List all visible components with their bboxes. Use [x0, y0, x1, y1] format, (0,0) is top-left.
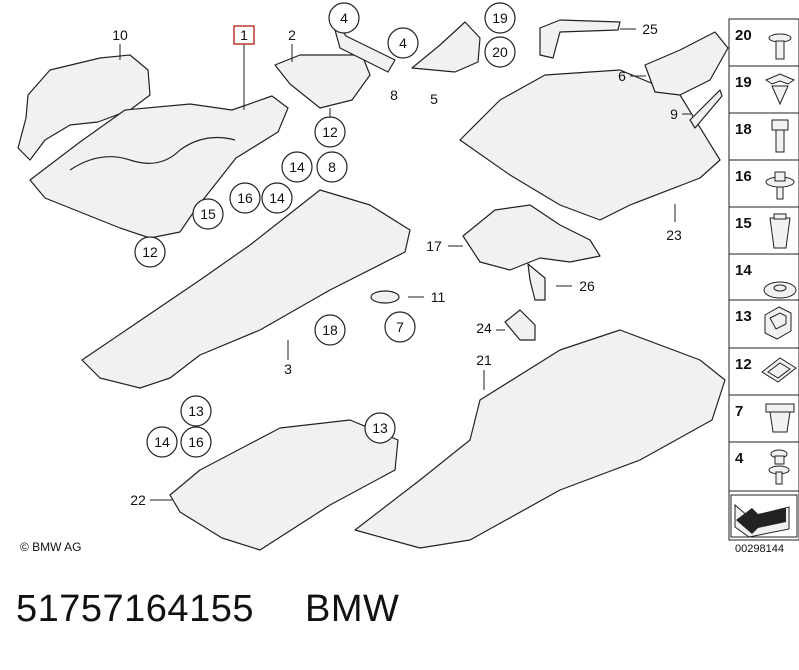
- callout-8b: 8: [328, 159, 336, 175]
- fastener-12-icon: [761, 357, 797, 383]
- figure-id: 00298144: [735, 543, 784, 555]
- callout-12a: 12: [322, 124, 338, 140]
- callout-13a: 13: [188, 403, 204, 419]
- callout-12b: 12: [142, 244, 158, 260]
- fastener-19-icon: [764, 73, 796, 106]
- part-11-shape: [370, 290, 400, 304]
- callout-18: 18: [322, 322, 338, 338]
- callout-25: 25: [642, 21, 658, 37]
- callout-4b: 4: [399, 35, 407, 51]
- sidebar-label-15: 15: [735, 215, 752, 232]
- sidebar-label-18: 18: [735, 121, 752, 138]
- fastener-15-icon: [769, 213, 791, 249]
- part-23-shape: [459, 69, 721, 221]
- direction-arrow-icon: [730, 494, 798, 538]
- sidebar-label-13: 13: [735, 308, 752, 325]
- sidebar-label-14: 14: [735, 262, 752, 279]
- part-6-shape: [644, 31, 729, 96]
- sidebar-label-19: 19: [735, 74, 752, 91]
- callout-22: 22: [130, 492, 146, 508]
- callout-4a: 4: [340, 10, 348, 26]
- callout-19: 19: [492, 10, 508, 26]
- part-24-shape: [504, 309, 536, 341]
- callout-10: 10: [112, 27, 128, 43]
- callout-6: 6: [618, 68, 626, 84]
- part-3-shape: [81, 189, 411, 389]
- sidebar-label-4: 4: [735, 450, 744, 467]
- fastener-sidebar: [728, 18, 799, 541]
- fastener-16-icon: [765, 171, 795, 200]
- sidebar-label-20: 20: [735, 27, 752, 44]
- callout-14b: 14: [269, 190, 285, 206]
- callout-26: 26: [579, 278, 595, 294]
- callout-11: 11: [431, 289, 446, 305]
- part-10-shape: [17, 54, 151, 161]
- part-number: 51757164155: [16, 588, 254, 630]
- part-2-shape: [274, 54, 371, 109]
- callout-7: 7: [396, 319, 404, 335]
- fastener-14-icon: [763, 281, 797, 299]
- callout-20: 20: [492, 44, 508, 60]
- part-17-shape: [462, 204, 601, 271]
- circled-callouts: [134, 2, 516, 458]
- part-22-shape: [169, 419, 399, 551]
- callout-1: 1: [240, 27, 248, 43]
- fastener-13-icon: [764, 306, 792, 340]
- brand-name: BMW: [305, 588, 400, 630]
- callout-13b: 13: [372, 420, 388, 436]
- parts-diagram: 20 19 18 16 15 14 13 12 7 4: [17, 2, 799, 551]
- part-9-shape: [689, 89, 723, 129]
- fastener-4-icon: [768, 449, 790, 485]
- copyright-text: © BMW AG: [20, 540, 82, 554]
- fastener-icons: [761, 33, 797, 485]
- part-caption: 51757164155 BMW: [16, 588, 399, 631]
- fastener-7-icon: [765, 403, 795, 433]
- part-1-shape: [29, 95, 289, 239]
- callout-3: 3: [284, 361, 292, 377]
- callout-16a: 16: [237, 190, 253, 206]
- callout-2: 2: [288, 27, 296, 43]
- part-5-shape: [411, 21, 481, 73]
- callout-17: 17: [426, 238, 442, 254]
- callout-21: 21: [476, 352, 492, 368]
- part-shapes: [17, 11, 729, 551]
- callout-5: 5: [430, 91, 438, 107]
- callout-24: 24: [476, 320, 492, 336]
- callout-1-highlight: [233, 25, 255, 45]
- sidebar-label-7: 7: [735, 403, 743, 420]
- callout-14c: 14: [154, 434, 170, 450]
- leader-lines: [119, 28, 692, 501]
- part-26-shape: [527, 263, 546, 301]
- callout-23: 23: [666, 227, 682, 243]
- sidebar-label-16: 16: [735, 168, 752, 185]
- callout-15: 15: [200, 206, 216, 222]
- callout-8a: 8: [390, 87, 398, 103]
- fastener-20-icon: [768, 33, 792, 60]
- callout-9: 9: [670, 106, 678, 122]
- part-25-shape: [539, 19, 621, 59]
- fastener-18-icon: [771, 119, 789, 153]
- callout-14a: 14: [289, 159, 305, 175]
- sidebar-label-12: 12: [735, 356, 752, 373]
- callout-16b: 16: [188, 434, 204, 450]
- part-21-shape: [354, 329, 726, 549]
